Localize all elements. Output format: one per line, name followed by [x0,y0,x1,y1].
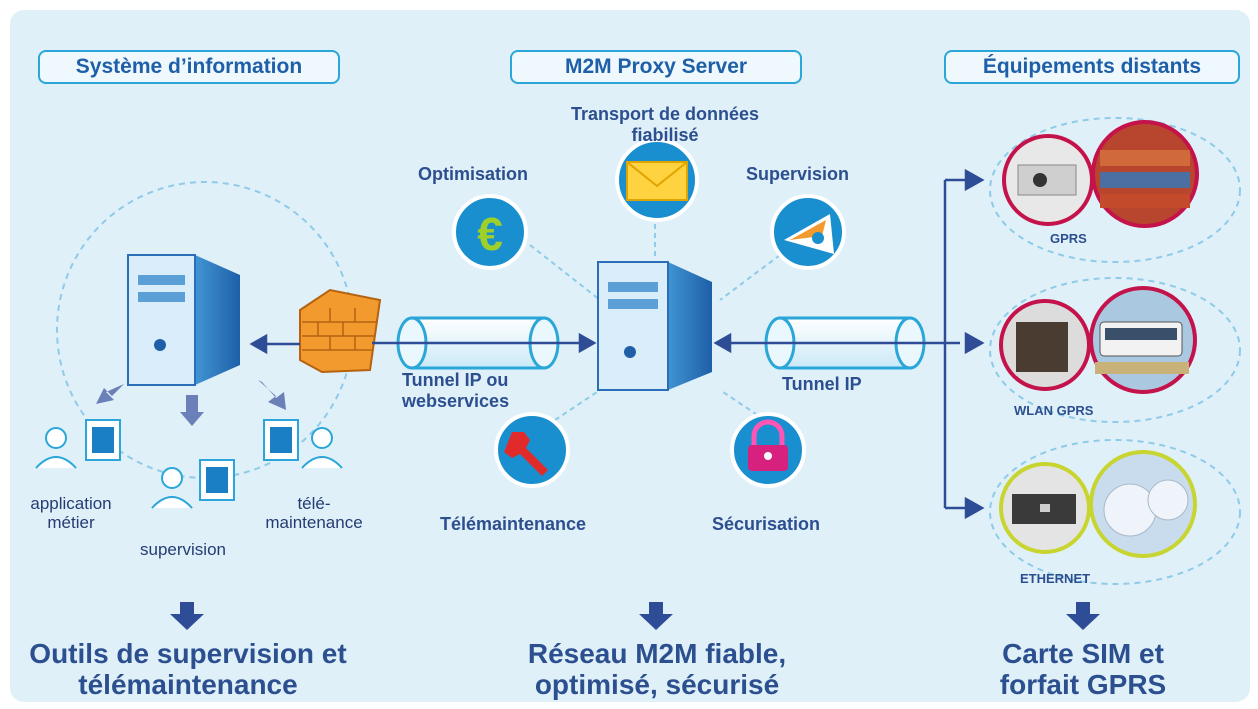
left-server-icon [127,254,240,386]
bus-photo [1089,286,1197,394]
outcome-center: Réseau M2M fiable, optimisé, sécurisé [527,638,787,700]
label-wlan-gprs: WLAN GPRS [1014,403,1094,418]
euro-icon: € [452,194,528,270]
user-application-icon [35,419,121,469]
label-tunnel-right: Tunnel IP [782,374,862,394]
ethernet-group [989,439,1241,585]
wrench-icon [494,412,570,488]
user-telemaintenance-icon [263,419,343,469]
eye-icon [770,194,846,270]
wlan-device-photo [999,299,1091,391]
label-gprs: GPRS [1050,231,1087,246]
user-supervision-icon [151,459,235,509]
label-application-metier: application métier [30,494,112,532]
right-tunnel-icon [764,316,926,370]
ethernet-device-photo [999,462,1091,554]
wlan-group [989,277,1241,423]
header-m2m-proxy-server: M2M Proxy Server [510,50,802,84]
gprs-group [989,117,1241,263]
outcome-right: Carte SIM et forfait GPRS [999,638,1167,700]
header-systeme-information: Système d’information [38,50,340,84]
label-tunnel-left: Tunnel IP ou webservices [402,370,510,411]
padlock-icon [730,412,806,488]
label-transport: Transport de données fiabilisé [570,104,760,145]
user-arrows [96,378,286,426]
label-tele-maintenance: télé- maintenance [265,494,363,532]
label-securisation: Sécurisation [712,514,821,534]
outcome-left: Outils de supervision et télémaintenance [29,638,347,700]
bottom-arrows [170,602,1100,630]
header-equipements-distants: Équipements distants [944,50,1240,84]
proxy-server-icon [597,261,712,391]
label-telemaintenance: Télémaintenance [440,514,587,534]
firewall-icon [299,288,382,374]
envelope-icon [615,138,699,222]
label-optimisation: Optimisation [418,164,529,184]
svg-text:€: € [477,208,503,260]
tanks-photo [1089,450,1197,558]
gprs-device-photo [1002,134,1094,226]
label-user-supervision: supervision [140,540,226,559]
container-photo [1091,120,1199,228]
label-supervision: Supervision [746,164,850,184]
label-ethernet: ETHERNET [1020,571,1091,586]
